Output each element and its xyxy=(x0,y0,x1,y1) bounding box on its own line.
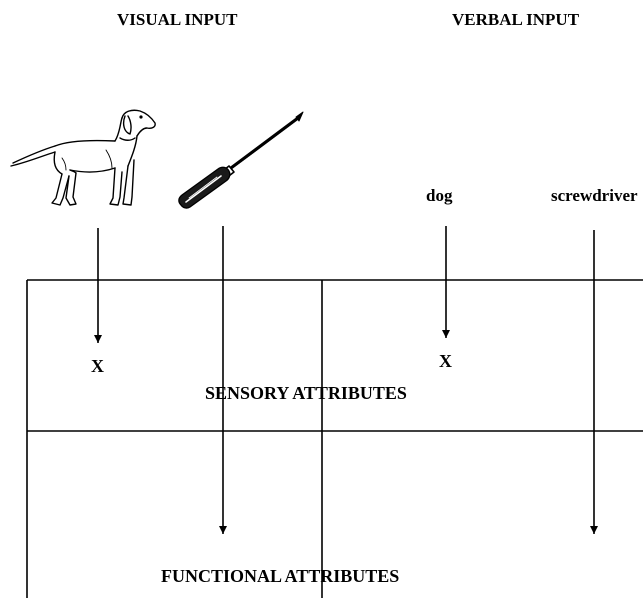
sensory-attributes-label: SENSORY ATTRIBUTES xyxy=(205,383,407,403)
dog-icon xyxy=(10,109,156,206)
word-screwdriver: screwdriver xyxy=(551,186,638,205)
attribute-grid xyxy=(26,279,643,598)
x-mark-visual: X xyxy=(91,356,104,376)
functional-attributes-label: FUNCTIONAL ATTRIBUTES xyxy=(161,566,400,586)
verbal-input-header: VERBAL INPUT xyxy=(452,10,580,29)
visual-input-header: VISUAL INPUT xyxy=(117,10,238,29)
word-dog: dog xyxy=(426,186,453,205)
screwdriver-icon xyxy=(178,111,304,209)
x-mark-verbal: X xyxy=(439,351,452,371)
